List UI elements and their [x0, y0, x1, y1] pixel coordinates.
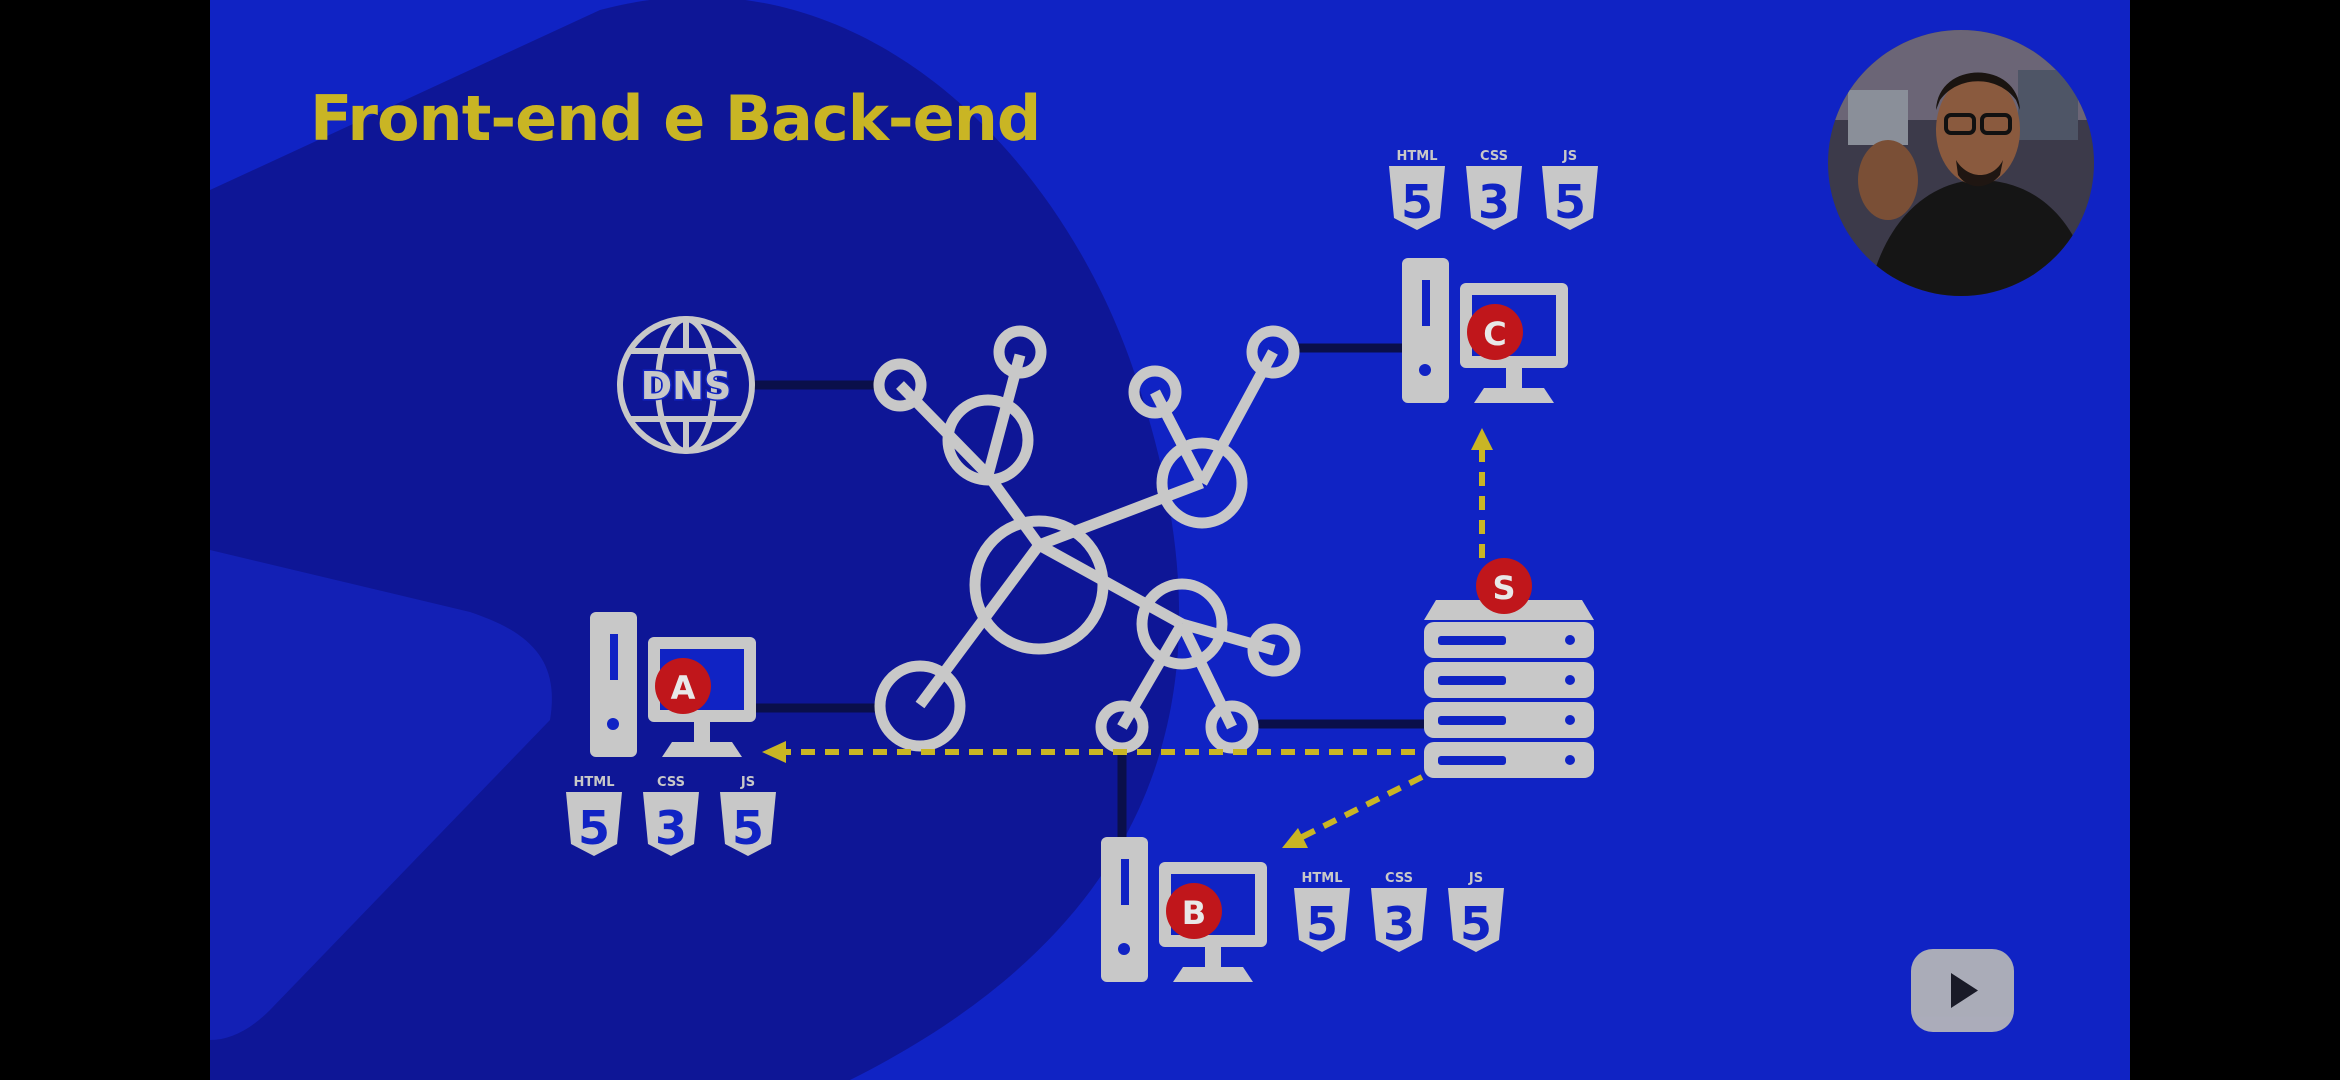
svg-text:5: 5 — [1460, 897, 1492, 951]
data-flow-arrows — [782, 445, 1485, 841]
svg-text:CSS: CSS — [657, 775, 685, 790]
server-rack-icon — [1424, 600, 1594, 778]
svg-text:JS: JS — [1468, 871, 1483, 886]
tech-stack-a: HTML CSS JS 5 3 5 — [566, 775, 776, 856]
svg-text:5: 5 — [1554, 175, 1586, 229]
svg-text:3: 3 — [655, 801, 687, 855]
presentation-slide: DNS A B C S HT — [210, 0, 2130, 1080]
svg-text:HTML: HTML — [1302, 871, 1343, 886]
svg-text:JS: JS — [740, 775, 755, 790]
badge-c — [1467, 304, 1523, 360]
svg-text:JS: JS — [1562, 149, 1577, 164]
svg-text:3: 3 — [1383, 897, 1415, 951]
tech-stack-c: HTML CSS JS 5 3 5 — [1389, 149, 1598, 230]
arrowheads — [762, 428, 1493, 848]
network-connections — [745, 343, 1429, 847]
presenter-webcam — [1828, 30, 2094, 296]
slide-title: Front-end e Back-end — [310, 82, 1041, 155]
svg-text:HTML: HTML — [1397, 149, 1438, 164]
svg-text:5: 5 — [578, 801, 610, 855]
svg-text:5: 5 — [732, 801, 764, 855]
svg-text:HTML: HTML — [574, 775, 615, 790]
svg-text:CSS: CSS — [1385, 871, 1413, 886]
badge-c-label: C — [1483, 315, 1506, 353]
globe-icon — [617, 316, 755, 454]
svg-text:CSS: CSS — [1480, 149, 1508, 164]
svg-text:5: 5 — [1401, 175, 1433, 229]
play-icon — [1951, 973, 1978, 1008]
badge-b — [1166, 883, 1222, 939]
badge-a-label: A — [671, 669, 696, 707]
decorative-blob-light — [210, 550, 552, 1040]
badge-b-label: B — [1182, 894, 1206, 932]
badge-s — [1476, 558, 1532, 614]
badge-a — [655, 658, 711, 714]
internet-network-icon — [873, 325, 1301, 754]
dns-label: DNS — [641, 364, 732, 408]
tech-stack-b: HTML CSS JS 5 3 5 — [1294, 871, 1504, 952]
svg-text:3: 3 — [1478, 175, 1510, 229]
badge-s-label: S — [1492, 569, 1515, 607]
svg-text:5: 5 — [1306, 897, 1338, 951]
play-button[interactable] — [1911, 949, 2014, 1032]
